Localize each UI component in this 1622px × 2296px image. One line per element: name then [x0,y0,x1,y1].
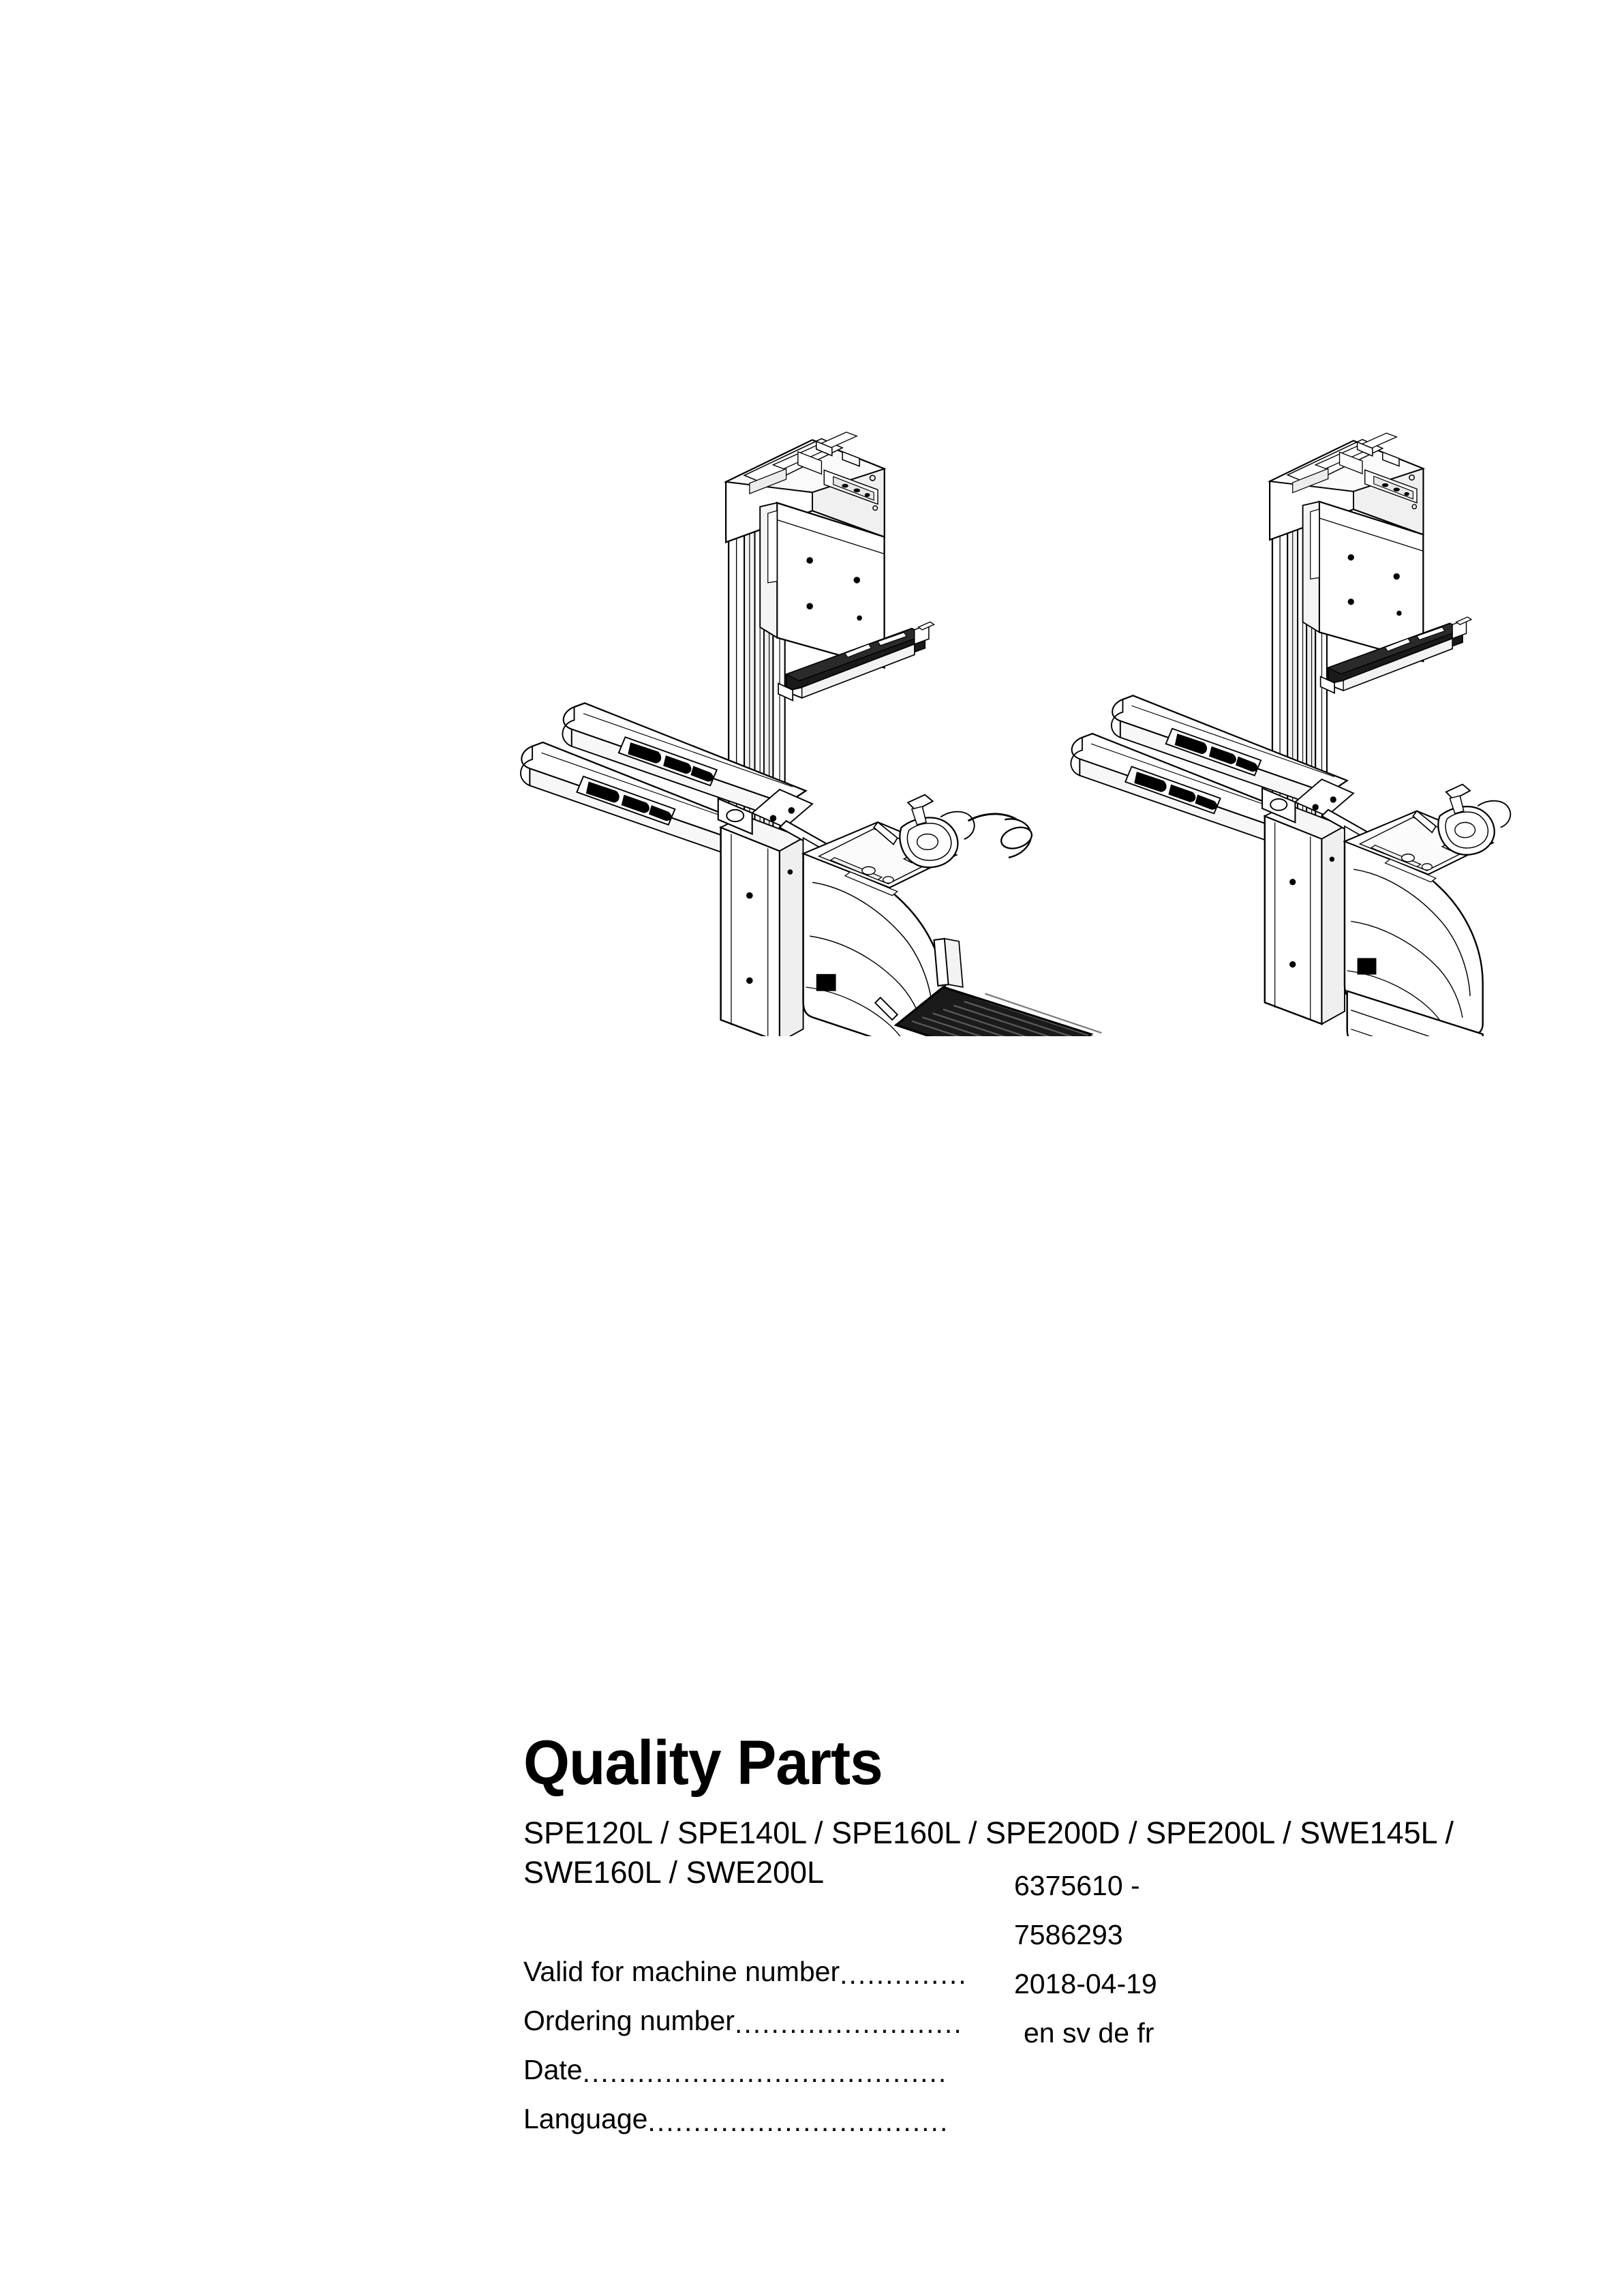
dot-leader [735,2007,960,2035]
machine-illustrations [477,409,1581,1036]
value-date: 2018-04-19 [1014,1968,1157,1999]
value-machine-number-to: 7586293 [1014,1919,1123,1950]
meta-row-valid-for-machine-number: Valid for machine number [523,1958,1573,2007]
meta-row-date: Date [523,2056,1573,2105]
meta-label-ordering-number: Ordering number [523,2005,735,2036]
metadata-values: 6375610 - 7586293 2018-04-19 en sv de fr [1014,1872,1355,2068]
meta-label-valid-for-machine-number: Valid for machine number [523,1956,840,1987]
machine-right [1070,432,1512,1036]
metadata-labels: Valid for machine number Ordering number… [523,1958,1573,2154]
model-list: SPE120L / SPE140L / SPE160L / SPE200D / … [523,1815,1454,1890]
page-title: Quality Parts [523,1728,883,1798]
dot-leader [647,2105,947,2133]
value-machine-number-from: 6375610 - [1014,1870,1140,1901]
tiller-handle-left [967,813,1033,859]
meta-row-ordering-number: Ordering number [523,2007,1573,2056]
meta-label-language: Language [523,2103,648,2134]
meta-label-date: Date [523,2054,583,2085]
meta-row-language: Language [523,2105,1573,2154]
machine-left [519,431,1103,1036]
dot-leader [583,2056,944,2084]
dot-leader [840,1958,969,1986]
rear-chassis-skirt [1346,990,1484,1036]
title-block: Quality Parts SPE120L / SPE140L / SPE160… [523,1728,1573,1893]
value-language: en sv de fr [1024,2017,1154,2049]
stacker-line-art [519,431,1512,1036]
